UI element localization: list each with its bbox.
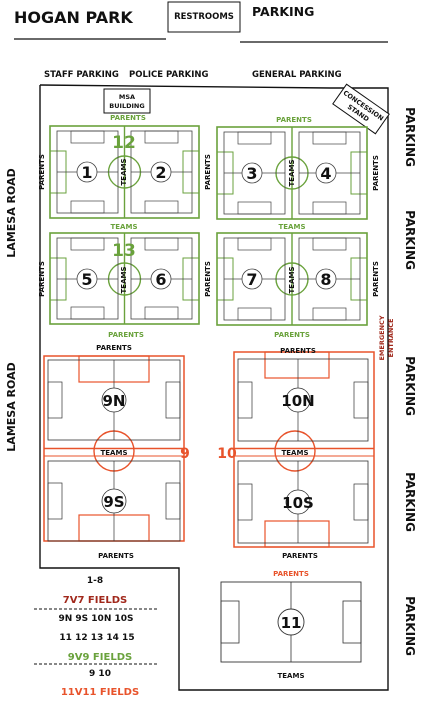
field-group-10 bbox=[233, 351, 375, 548]
parents-side-6: PARENTS bbox=[372, 261, 380, 297]
parents-side-1: PARENTS bbox=[38, 154, 46, 190]
restrooms-box bbox=[167, 1, 241, 33]
emergency-label-2: ENTRANCE bbox=[387, 319, 395, 358]
parents-label-g2-top: PARENTS bbox=[276, 116, 312, 124]
general-parking-label: GENERAL PARKING bbox=[252, 70, 342, 80]
field-group-12 bbox=[49, 125, 200, 219]
parents-label-g2-bottom: PARENTS bbox=[274, 331, 310, 339]
legend-7v7-range: 1-8 bbox=[87, 576, 103, 586]
field-12-number: 12 bbox=[112, 133, 136, 153]
field-10s-number: 10S bbox=[282, 494, 314, 512]
north-boundary bbox=[39, 84, 331, 89]
field-7-number: 7 bbox=[246, 270, 257, 289]
field-10-big-number: 10 bbox=[217, 446, 237, 462]
parents-label-10-bottom: PARENTS bbox=[282, 552, 318, 560]
right-parking-label-2: PARKING bbox=[403, 210, 417, 270]
legend-9v9-list-2: 11 12 13 14 15 bbox=[59, 633, 134, 643]
parents-side-3: PARENTS bbox=[372, 155, 380, 191]
field-11-number: 11 bbox=[281, 614, 302, 632]
field-2-number: 2 bbox=[155, 163, 166, 182]
teams-label-9: TEAMS bbox=[101, 449, 128, 457]
field-10n-number: 10N bbox=[281, 392, 314, 410]
parents-label-g1-bottom: PARENTS bbox=[108, 331, 144, 339]
field-13-number: 13 bbox=[112, 241, 136, 261]
field-group-3-4 bbox=[216, 126, 368, 220]
field-11 bbox=[220, 581, 362, 663]
teams-label-g1-mid: TEAMS bbox=[111, 223, 138, 231]
right-parking-label-4: PARKING bbox=[403, 472, 417, 532]
teams-label-11: TEAMS bbox=[278, 672, 305, 680]
field-1-number: 1 bbox=[81, 163, 92, 182]
emergency-label-1: EMERGENCY bbox=[378, 315, 386, 360]
right-parking-label-3: PARKING bbox=[403, 356, 417, 416]
field-9-big-number: 9 bbox=[180, 446, 190, 462]
legend-7v7-title: 7V7 FIELDS bbox=[63, 595, 127, 606]
legend-9v9-title: 9V9 FIELDS bbox=[68, 652, 132, 663]
parents-side-4: PARENTS bbox=[38, 261, 46, 297]
field-9s-number: 9S bbox=[103, 493, 124, 511]
field-group-13 bbox=[49, 232, 200, 325]
lamesa-road-label-2: LAMESA ROAD bbox=[5, 362, 18, 451]
field-4-number: 4 bbox=[320, 164, 331, 183]
msa-label-1: MSA bbox=[119, 93, 135, 101]
field-group-9 bbox=[43, 355, 185, 542]
legend-9v9-list-1: 9N 9S 10N 10S bbox=[58, 614, 133, 624]
field-9n-number: 9N bbox=[103, 392, 126, 410]
restrooms-label: RESTROOMS bbox=[174, 12, 234, 22]
right-parking-label-5: PARKING bbox=[403, 596, 417, 656]
park-title: HOGAN PARK bbox=[14, 8, 133, 27]
parents-label-10-top: PARENTS bbox=[280, 347, 316, 355]
teams-label-12: TEAMS bbox=[120, 159, 128, 186]
police-parking-label: POLICE PARKING bbox=[129, 70, 208, 80]
legend-11v11-title: 11V11 FIELDS bbox=[61, 687, 139, 698]
field-6-number: 6 bbox=[155, 270, 166, 289]
parents-label-9-top: PARENTS bbox=[96, 344, 132, 352]
field-5-number: 5 bbox=[81, 270, 92, 289]
field-group-7-8 bbox=[216, 232, 368, 326]
parents-label-11: PARENTS bbox=[273, 570, 309, 578]
parents-label-g1-top: PARENTS bbox=[110, 114, 146, 122]
site-boundary bbox=[39, 85, 389, 691]
teams-label-13: TEAMS bbox=[120, 267, 128, 294]
legend-11v11-list: 9 10 bbox=[89, 669, 111, 679]
teams-label-g2-mid: TEAMS bbox=[279, 223, 306, 231]
lamesa-road-label-1: LAMESA ROAD bbox=[5, 168, 18, 257]
parents-side-5: PARENTS bbox=[204, 261, 212, 297]
right-parking-label-1: PARKING bbox=[403, 107, 417, 167]
legend: 1-8 7V7 FIELDS 9N 9S 10N 10S 11 12 13 14… bbox=[34, 576, 158, 698]
teams-label-3-4: TEAMS bbox=[288, 160, 296, 187]
teams-label-7-8: TEAMS bbox=[288, 267, 296, 294]
msa-building bbox=[103, 88, 151, 114]
parents-side-2: PARENTS bbox=[204, 154, 212, 190]
teams-label-10: TEAMS bbox=[282, 449, 309, 457]
parents-label-9-bottom: PARENTS bbox=[98, 552, 134, 560]
field-3-number: 3 bbox=[246, 164, 257, 183]
field-8-number: 8 bbox=[320, 270, 331, 289]
top-parking-label: PARKING bbox=[252, 4, 314, 19]
staff-parking-label: STAFF PARKING bbox=[44, 70, 119, 80]
msa-label-2: BUILDING bbox=[109, 102, 144, 110]
